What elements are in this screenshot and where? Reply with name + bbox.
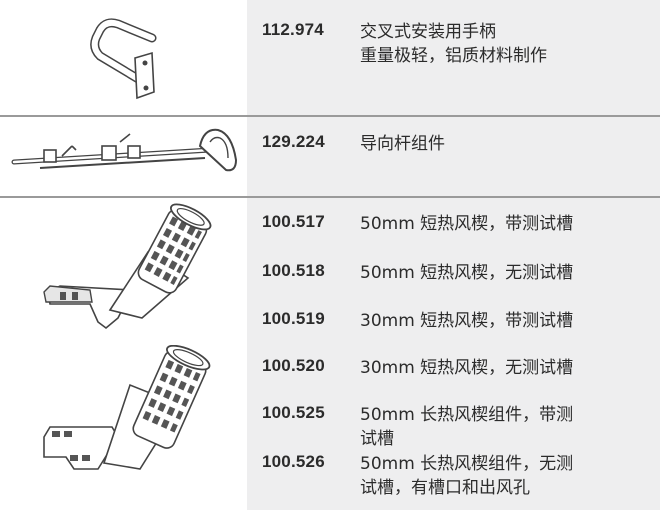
description-line: 导向杆组件	[360, 134, 445, 154]
item-description: 导向杆组件	[360, 132, 622, 156]
item-description: 交叉式安装用手柄 重量极轻，铝质材料制作	[360, 20, 622, 68]
row-divider	[0, 115, 660, 117]
description-line: 50mm 短热风楔，无测试槽	[360, 263, 574, 283]
description-line: 50mm 短热风楔，带测试槽	[360, 214, 574, 234]
item-code: 129.224	[262, 132, 325, 151]
description-line: 重量极轻，铝质材料制作	[360, 46, 547, 66]
description-line: 试槽	[360, 429, 394, 449]
item-code: 100.520	[262, 356, 325, 375]
row-divider	[0, 196, 660, 198]
description-line: 试槽，有槽口和出风孔	[360, 478, 530, 498]
description-line: 50mm 长热风楔组件，带测	[360, 405, 574, 425]
item-code: 100.518	[262, 261, 325, 280]
item-description: 50mm 短热风楔，带测试槽	[360, 212, 622, 236]
description-line: 30mm 短热风楔，带测试槽	[360, 311, 574, 331]
long-nozzle-icon	[43, 345, 211, 470]
item-code: 100.525	[262, 403, 325, 422]
info-column	[247, 0, 660, 510]
handle-icon	[90, 18, 157, 100]
item-description: 50mm 短热风楔，无测试槽	[360, 261, 622, 285]
item-code: 100.519	[262, 309, 325, 328]
item-code: 100.526	[262, 452, 325, 471]
guide-rod-icon	[11, 128, 238, 172]
description-line: 50mm 长热风楔组件，无测	[360, 454, 574, 474]
description-line: 交叉式安装用手柄	[360, 22, 496, 42]
item-code: 100.517	[262, 212, 325, 231]
item-description: 30mm 短热风楔，无测试槽	[360, 356, 622, 380]
item-code: 112.974	[262, 20, 324, 39]
description-line: 30mm 短热风楔，无测试槽	[360, 358, 574, 378]
item-description: 50mm 长热风楔组件，无测 试槽，有槽口和出风孔	[360, 452, 622, 500]
item-description: 30mm 短热风楔，带测试槽	[360, 309, 622, 333]
item-description: 50mm 长热风楔组件，带测 试槽	[360, 403, 622, 451]
short-nozzle-icon	[43, 203, 212, 330]
